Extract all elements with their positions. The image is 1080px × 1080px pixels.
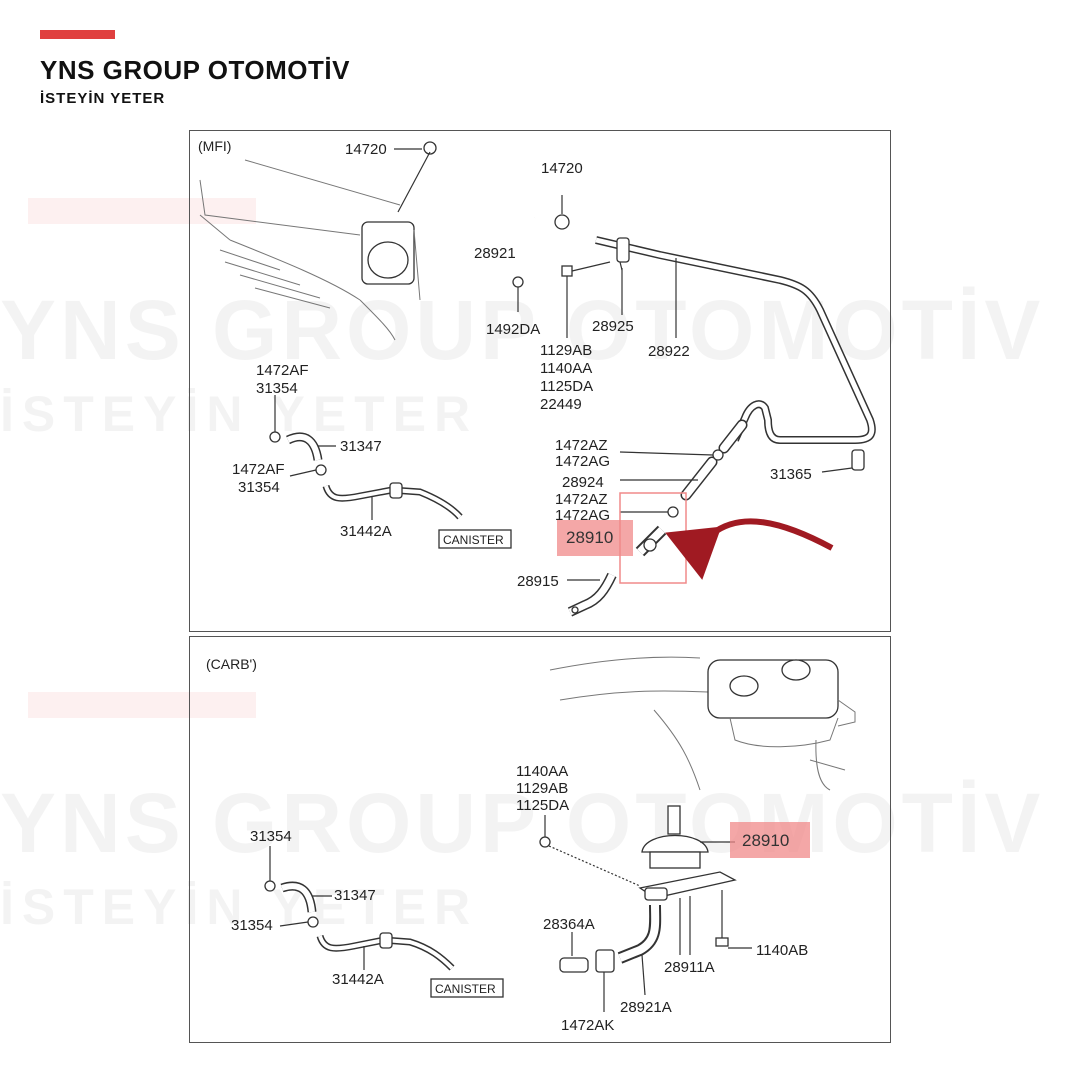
carb-title: (CARB') <box>206 656 257 672</box>
fitting-28364a <box>559 932 615 1012</box>
carb-panel <box>189 636 891 1043</box>
label-canister: CANISTER <box>443 533 504 547</box>
label-1472az: 1472AZ <box>555 437 608 454</box>
pipe-28922 <box>595 236 876 444</box>
hose-28921a <box>617 904 662 996</box>
valve-28910-mfi <box>620 506 679 557</box>
label-28925: 28925 <box>592 318 634 335</box>
connector-31365 <box>821 449 865 473</box>
label-28921: 28921 <box>474 245 516 262</box>
label-31354: 31354 <box>231 917 273 934</box>
valve-28910-carb <box>641 805 735 869</box>
pipe-31442a-carb <box>316 932 455 971</box>
label-1125da: 1125DA <box>540 378 593 395</box>
label-1140aa: 1140AA <box>540 360 592 377</box>
label-28924: 28924 <box>562 474 604 491</box>
label-1129ab: 1129AB <box>540 342 592 359</box>
label-28910-highlighted: 28910 <box>566 528 613 547</box>
label-1472az: 1472AZ <box>555 491 608 508</box>
bolt-1125da <box>539 815 641 887</box>
label-31347: 31347 <box>340 438 382 455</box>
watermark-accent-bar <box>28 692 256 718</box>
label-31354: 31354 <box>250 828 292 845</box>
label-1129ab: 1129AB <box>516 780 568 797</box>
intake-manifold <box>199 159 421 341</box>
label-31365: 31365 <box>770 466 812 483</box>
hose-31347-carb <box>264 846 332 928</box>
hose-28921 <box>397 141 536 222</box>
label-28911a: 28911A <box>664 959 715 976</box>
label-1472ag: 1472AG <box>555 453 610 470</box>
label-canister: CANISTER <box>435 982 496 996</box>
carburetor <box>549 656 856 791</box>
label-1472af: 1472AF <box>256 362 309 379</box>
watermark-tagline: İSTEYİN YETER <box>0 878 478 936</box>
label-28921a: 28921A <box>620 999 672 1016</box>
brand-accent-bar <box>40 30 115 39</box>
label-1492da: 1492DA <box>486 321 540 338</box>
brand-name: YNS GROUP OTOMOTİV <box>40 55 350 85</box>
watermark-tagline: İSTEYİN YETER <box>0 385 478 443</box>
label-28910-highlighted: 28910 <box>742 831 789 850</box>
clamp-14720 <box>554 195 570 230</box>
label-1125da: 1125DA <box>516 797 569 814</box>
label-1140ab: 1140AB <box>756 942 808 959</box>
watermark-brand-name: YNS GROUP OTOMOTİV <box>0 282 1044 379</box>
canister-box-carb <box>430 978 504 998</box>
bolt-1129ab <box>561 261 611 338</box>
label-1472ak: 1472AK <box>561 1017 614 1034</box>
pipe-31442a-mfi <box>322 482 463 520</box>
label-28915: 28915 <box>517 573 559 590</box>
label-1472af: 1472AF <box>232 461 285 478</box>
label-28922: 28922 <box>648 343 690 360</box>
watermark-brand-name: YNS GROUP OTOMOTİV <box>0 775 1044 872</box>
label-22449: 22449 <box>540 396 582 413</box>
bolt-1140ab <box>715 890 752 949</box>
label-28364a: 28364A <box>543 916 595 933</box>
mfi-panel <box>189 130 891 632</box>
label-1140aa: 1140AA <box>516 763 568 780</box>
hose-31347-mfi <box>269 395 336 477</box>
label-31354: 31354 <box>256 380 298 397</box>
label-14720: 14720 <box>541 160 583 177</box>
highlight-label-28910-carb <box>730 822 810 858</box>
label-31347: 31347 <box>334 887 376 904</box>
bracket-28915 <box>567 572 617 617</box>
label-31442a: 31442A <box>340 523 392 540</box>
canister-box-mfi <box>438 529 512 549</box>
highlight-label-28910-mfi <box>557 520 633 556</box>
brand-tagline: İSTEYİN YETER <box>40 90 166 107</box>
label-14720: 14720 <box>345 141 387 158</box>
hose-28924 <box>619 419 748 501</box>
mfi-title: (MFI) <box>198 138 231 154</box>
bolt-1492da <box>512 276 524 312</box>
label-1472ag: 1472AG <box>555 507 610 524</box>
label-31354: 31354 <box>238 479 280 496</box>
label-31442a: 31442A <box>332 971 384 988</box>
bracket-28911a <box>638 871 737 955</box>
pointer-arrow <box>665 518 834 580</box>
watermark-accent-bar <box>28 198 256 224</box>
